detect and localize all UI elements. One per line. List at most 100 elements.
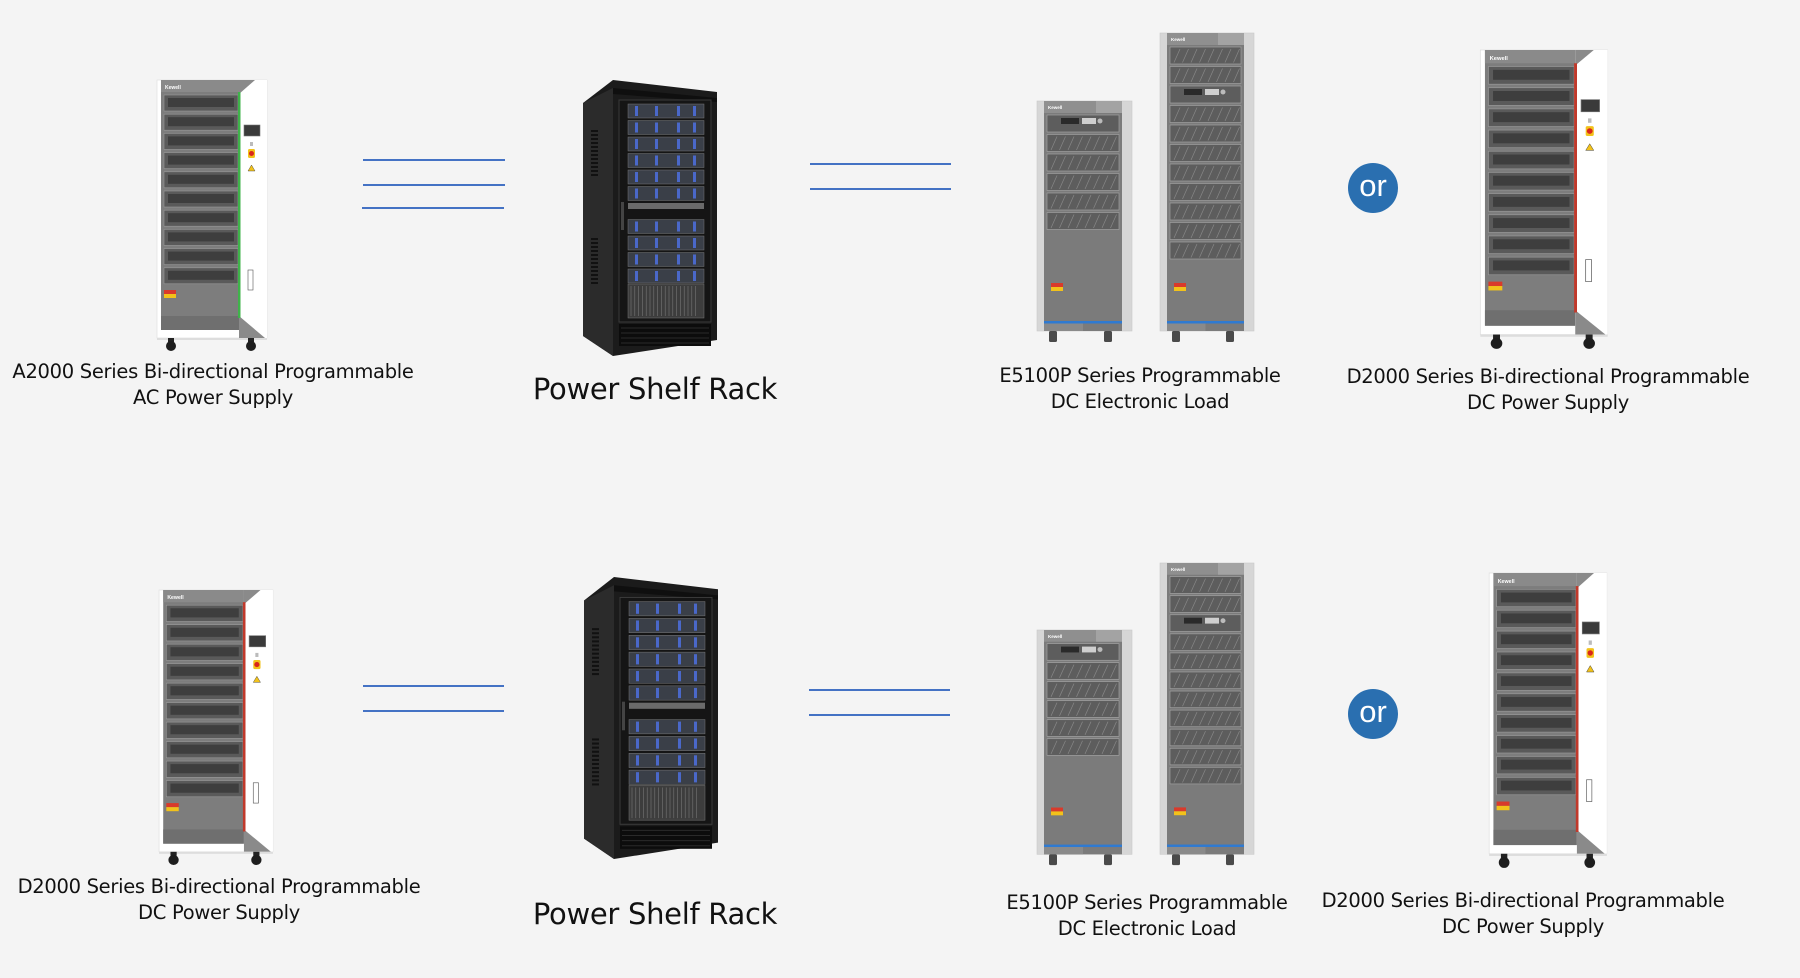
load-base bbox=[1167, 323, 1206, 331]
vent-slat bbox=[1182, 146, 1189, 161]
vent-slat bbox=[1173, 597, 1181, 612]
vent-slat bbox=[1233, 597, 1240, 612]
cabinet-plinth bbox=[159, 851, 273, 854]
power-shelf-unit bbox=[627, 268, 705, 284]
side-vent bbox=[591, 130, 598, 132]
vent-slat bbox=[1093, 214, 1100, 229]
vent-slat bbox=[1199, 107, 1206, 122]
power-shelf-unit bbox=[628, 685, 706, 701]
door-bevel bbox=[239, 80, 255, 94]
vent-slat bbox=[1110, 155, 1117, 170]
blue-stripe bbox=[1044, 844, 1122, 848]
vent-slat bbox=[1190, 185, 1198, 200]
status-led-bar bbox=[678, 687, 681, 699]
control-keypad bbox=[1205, 89, 1219, 95]
cabinet-header bbox=[163, 590, 244, 603]
status-led-bar bbox=[693, 139, 696, 149]
vent-slat bbox=[1101, 664, 1109, 678]
status-led-bar bbox=[678, 654, 681, 665]
caster-mount bbox=[1585, 334, 1593, 339]
status-led-bar bbox=[635, 139, 638, 149]
status-led-bar bbox=[655, 106, 658, 116]
key-switch bbox=[1588, 118, 1592, 123]
status-led-bar bbox=[656, 671, 659, 682]
load-foot bbox=[1049, 854, 1057, 866]
status-led-bar bbox=[635, 221, 638, 232]
status-led-bar bbox=[636, 637, 639, 648]
module-vent bbox=[170, 705, 239, 715]
status-led-bar bbox=[677, 238, 680, 248]
rack-pdu bbox=[628, 785, 706, 821]
vent-slat bbox=[1190, 224, 1198, 239]
blue-stripe bbox=[1044, 321, 1122, 324]
row2-source-label-line2: DC Power Supply bbox=[138, 901, 300, 924]
status-led-bar bbox=[655, 122, 658, 133]
power-shelf-rack-image bbox=[584, 577, 718, 859]
vent-slat bbox=[1173, 68, 1181, 83]
status-led-bar bbox=[656, 772, 659, 783]
row2-alt-label-line2: DC Power Supply bbox=[1442, 915, 1604, 938]
status-led-bar bbox=[678, 721, 681, 732]
vent-slat bbox=[1067, 136, 1075, 151]
status-led-bar bbox=[693, 106, 696, 116]
status-led-bar bbox=[635, 172, 638, 182]
side-vent bbox=[591, 250, 598, 252]
load-foot bbox=[1172, 854, 1180, 866]
warning-label bbox=[1174, 283, 1186, 287]
vent-slat bbox=[1199, 68, 1206, 83]
status-led-bar bbox=[635, 122, 638, 133]
vent-slat bbox=[1059, 214, 1066, 229]
status-led-bar bbox=[693, 188, 696, 199]
cabinet-header bbox=[1493, 573, 1577, 587]
load-foot bbox=[1226, 331, 1234, 342]
warning-label bbox=[164, 290, 176, 294]
vent-slat bbox=[1182, 673, 1189, 688]
warning-triangle-icon bbox=[247, 164, 256, 172]
load-header-accent bbox=[1218, 563, 1244, 575]
side-vent bbox=[591, 238, 598, 240]
status-led-bar bbox=[677, 254, 680, 265]
control-knob bbox=[1097, 647, 1103, 652]
vent-slat bbox=[1216, 711, 1223, 726]
vent-slat bbox=[1076, 194, 1083, 209]
vent-slat bbox=[1224, 165, 1232, 180]
vent-slat bbox=[1182, 48, 1189, 63]
side-vent bbox=[591, 142, 598, 144]
side-vent bbox=[591, 158, 598, 160]
control-display bbox=[1061, 118, 1079, 124]
vent-slat bbox=[1173, 243, 1181, 258]
accent-stripe bbox=[242, 602, 246, 832]
vent-slat bbox=[1182, 578, 1189, 592]
vent-slat bbox=[1101, 721, 1109, 735]
vent-slat bbox=[1050, 702, 1058, 716]
vent-slat bbox=[1059, 155, 1066, 170]
status-led-bar bbox=[694, 738, 697, 749]
vent-slat bbox=[1216, 48, 1223, 63]
vent-slat bbox=[1173, 635, 1181, 650]
status-led-bar bbox=[655, 188, 658, 199]
vent-slat bbox=[1067, 721, 1075, 735]
vent-slat bbox=[1173, 204, 1181, 219]
vent-slat bbox=[1199, 731, 1206, 745]
vent-slat bbox=[1182, 769, 1189, 783]
side-vent bbox=[592, 673, 599, 676]
vent-slat bbox=[1067, 683, 1075, 697]
brand-logo: Kewell bbox=[1490, 56, 1509, 62]
control-display bbox=[1061, 646, 1079, 653]
status-led-bar bbox=[635, 254, 638, 265]
vent-slat bbox=[1059, 175, 1066, 190]
nameplate bbox=[247, 269, 254, 291]
power-shelf-unit bbox=[628, 635, 706, 650]
vent-slat bbox=[1233, 750, 1240, 764]
vent-slat bbox=[1059, 740, 1066, 755]
vent-slat bbox=[1110, 664, 1117, 678]
vent-slat bbox=[1101, 683, 1109, 697]
row1-load-label-line2: DC Electronic Load bbox=[1050, 390, 1230, 413]
status-led-bar bbox=[656, 637, 659, 648]
side-vent bbox=[591, 270, 598, 272]
vent-slat bbox=[1050, 194, 1058, 209]
vent-slat bbox=[1084, 702, 1092, 716]
side-vent bbox=[592, 636, 599, 639]
vent-slat bbox=[1084, 155, 1092, 170]
vent-slat bbox=[1110, 740, 1117, 755]
